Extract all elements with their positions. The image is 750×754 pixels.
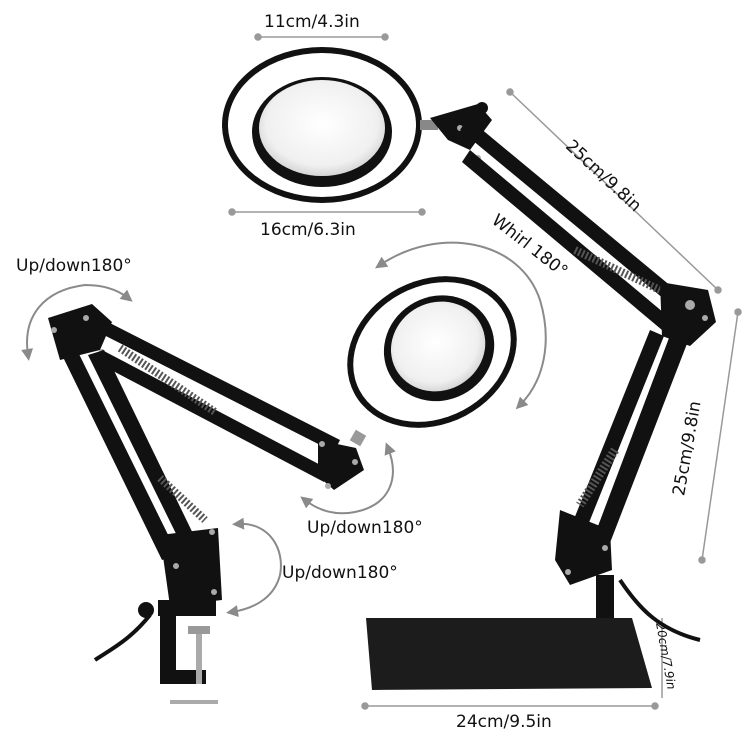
top-magnifier-head <box>222 47 438 203</box>
dimension-lines-top <box>228 33 742 710</box>
lens-outer-diameter-label: 16cm/6.3in <box>260 220 356 240</box>
rotation-arrow-head <box>300 442 396 515</box>
rotation-arrow-top-left <box>21 283 133 361</box>
rotation-head-label: Up/down180° <box>307 518 423 538</box>
rotation-top-left-label: Up/down180° <box>16 256 132 276</box>
right-lamp <box>366 102 716 690</box>
rotation-arrow-clamp <box>226 517 282 618</box>
rotation-clamp-label: Up/down180° <box>282 563 398 583</box>
base-width-label: 24cm/9.5in <box>456 712 552 732</box>
left-lamp <box>48 304 367 704</box>
lens-inner-diameter-label: 11cm/4.3in <box>264 12 360 32</box>
middle-magnifier-head <box>347 276 517 428</box>
whirl-arrow <box>375 241 547 410</box>
